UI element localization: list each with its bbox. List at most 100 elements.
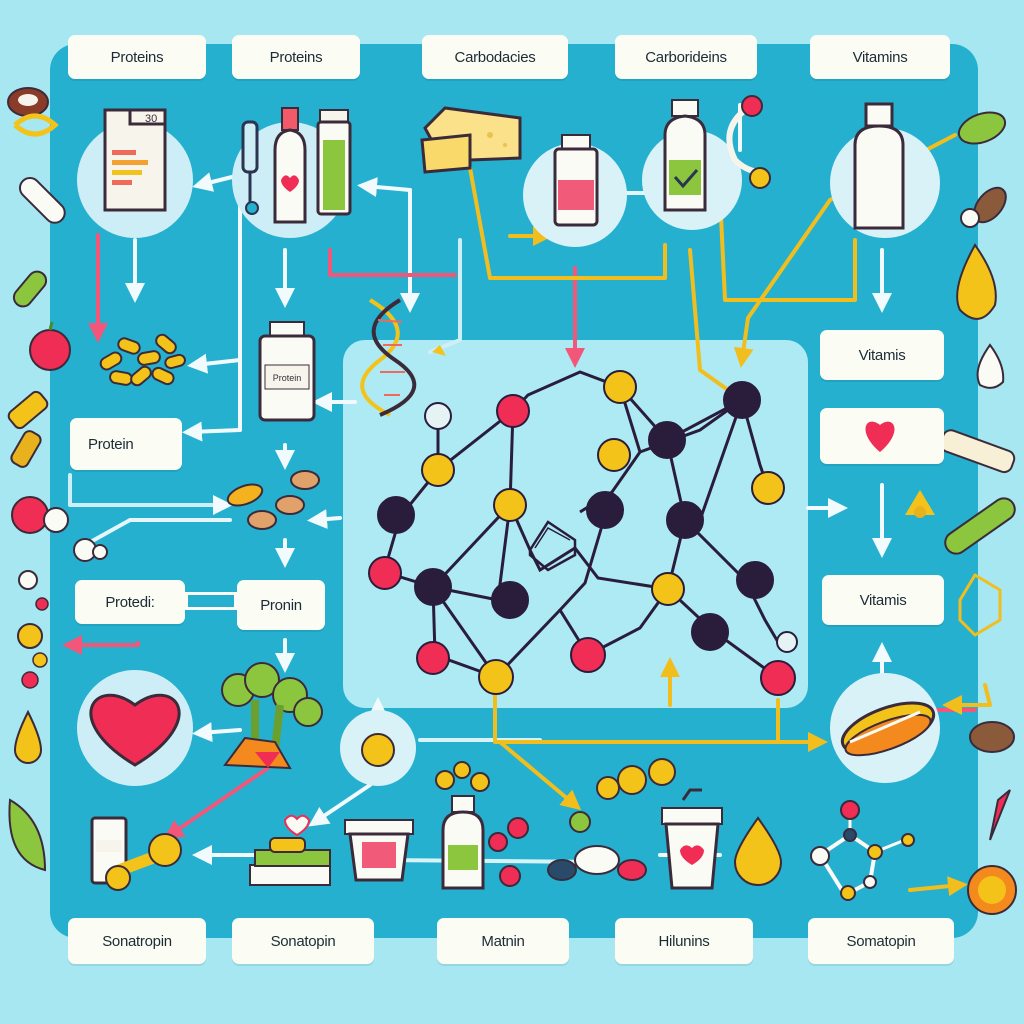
- atom-dark: [691, 613, 729, 651]
- atom-dark: [736, 561, 774, 599]
- arrow-white: [308, 783, 372, 827]
- corn-icon: [10, 430, 42, 468]
- atom-white: [776, 631, 798, 653]
- label-bottom-hilunins: Hilunins: [615, 918, 753, 964]
- atom-dark: [586, 491, 624, 529]
- label-top-proteins-2: Proteins: [232, 35, 360, 79]
- arrow-yellow: [468, 166, 667, 280]
- atom-yellow: [651, 572, 685, 606]
- vitamin-jar-icon: [853, 102, 905, 230]
- arrow-yellow: [958, 573, 1002, 637]
- heart-icon: [89, 693, 181, 767]
- dna-icon: [360, 298, 417, 417]
- atom-red: [496, 394, 530, 428]
- atom-red: [570, 637, 606, 673]
- arrow-yellow: [908, 876, 968, 897]
- atom-dark: [666, 501, 704, 539]
- cheese-icon: [420, 106, 522, 174]
- arrow-red: [163, 766, 270, 840]
- citrus-icon: [967, 865, 1017, 915]
- lunchbox-icon: [249, 814, 331, 886]
- yogurt-cup-icon: [344, 819, 414, 882]
- garlic-icon: [976, 343, 1005, 389]
- arrow-white: [182, 173, 242, 442]
- oil-drop-icon: [733, 816, 783, 886]
- label-right-vitamis-1: Vitamis: [820, 330, 944, 380]
- atom-white: [424, 402, 452, 430]
- atom-dark: [377, 496, 415, 534]
- tube-bottle-icon: [316, 109, 352, 216]
- atom-yellow: [493, 488, 527, 522]
- label-top-vitamins: Vitamins: [810, 35, 950, 79]
- arrow-white: [68, 473, 233, 515]
- label-top-carboridoins: Carborideins: [615, 35, 757, 79]
- arrow-white: [83, 518, 232, 547]
- arrow-yellow: [688, 248, 737, 397]
- bean-icon: [226, 470, 320, 530]
- pill-bottle-icon: [553, 134, 599, 227]
- heart-box: [820, 408, 944, 464]
- label-left-protedi: Protedi:: [75, 580, 185, 624]
- box-number: 30: [145, 113, 157, 125]
- arrow-yellow: [718, 193, 857, 302]
- supplement-box-icon: [103, 108, 167, 212]
- label-top-proteins-1: Proteins: [68, 35, 206, 79]
- noodle-icon: [13, 113, 59, 137]
- molecule-icon: [810, 800, 915, 901]
- atom-red: [368, 556, 402, 590]
- apple-icon: [29, 321, 71, 371]
- label-top-carbodaties: Carbodacies: [422, 35, 568, 79]
- protein-bottle-icon: [258, 321, 316, 422]
- atom-dark: [414, 568, 452, 606]
- dropper-icon: [241, 120, 259, 215]
- atom-dark: [648, 421, 686, 459]
- label-bottom-somatopin: Somatopin: [808, 918, 954, 964]
- oil-drop-icon: [13, 709, 43, 764]
- atom-red: [760, 660, 796, 696]
- carrot-icon: [989, 789, 1011, 841]
- leaf-icon: [8, 798, 47, 872]
- pea-icon: [12, 270, 48, 308]
- corn-icon: [7, 390, 49, 430]
- atom-yellow: [597, 438, 631, 472]
- capsules-icon: [99, 333, 186, 387]
- atom-yellow: [751, 471, 785, 505]
- arrow-white: [192, 722, 242, 743]
- atom-yellow: [478, 659, 514, 695]
- moon-icon: [726, 107, 759, 175]
- check-bottle-icon: [663, 99, 707, 212]
- arrow-white: [187, 353, 242, 374]
- cucumber-icon: [944, 497, 1016, 555]
- avocado-icon: [957, 111, 1007, 145]
- pear-icon: [956, 243, 997, 320]
- label-right-vitamis-2: Vitamis: [822, 575, 944, 625]
- bottle-label: Protein: [273, 373, 302, 383]
- juice-bottle-icon: [273, 107, 307, 224]
- label-connector: [185, 592, 237, 610]
- ginkgo-icon: [905, 490, 935, 518]
- label-left-protein: Protein: [70, 418, 182, 470]
- arrow-white: [357, 177, 412, 198]
- arrow-yellow: [942, 683, 992, 715]
- atom-yellow: [603, 370, 637, 404]
- arrow-red: [62, 635, 140, 655]
- atom-dark: [491, 581, 529, 619]
- arrow-white: [307, 509, 342, 530]
- pill-icon: [18, 176, 66, 224]
- label-bottom-sonatropin: Sonatropin: [68, 918, 206, 964]
- atom-dark: [723, 381, 761, 419]
- label-bottom-sonatopin: Sonatopin: [232, 918, 374, 964]
- arrow-yellow: [498, 740, 582, 811]
- sandwich-icon: [840, 701, 936, 757]
- atom-yellow: [421, 453, 455, 487]
- potato-icon: [969, 721, 1015, 753]
- dumbbell-icon: [90, 816, 182, 891]
- arrow-red: [328, 248, 457, 277]
- atom-red: [416, 641, 450, 675]
- drink-cup-icon: [661, 788, 723, 890]
- label-bottom-matnin: Matnin: [437, 918, 569, 964]
- pills-cluster-icon: [435, 758, 676, 887]
